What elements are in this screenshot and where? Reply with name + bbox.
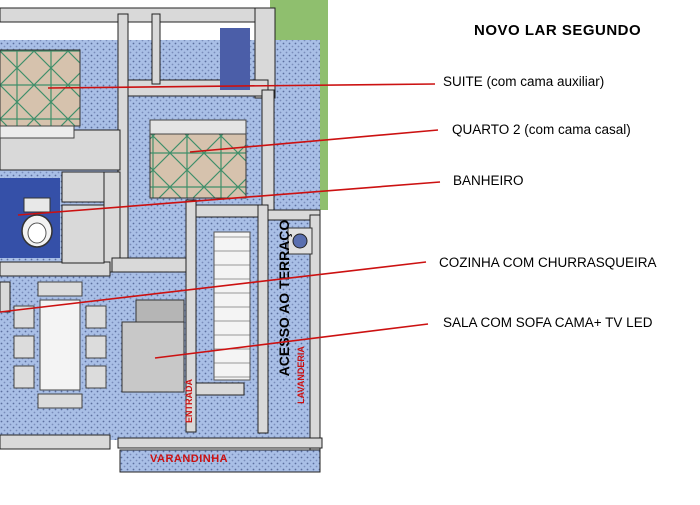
callout-banheiro: BANHEIRO	[453, 173, 524, 188]
bathroom	[0, 178, 60, 258]
wardrobe	[220, 28, 250, 90]
washing-machine	[287, 227, 313, 255]
callout-quarto2: QUARTO 2 (com cama casal)	[452, 122, 631, 137]
leader-line-sala	[154, 323, 429, 359]
quarto2-bed	[149, 119, 247, 199]
dining-table	[13, 281, 107, 409]
leader-line-banheiro	[17, 181, 441, 216]
callout-cozinha: COZINHA COM CHURRASQUEIRA	[439, 255, 657, 270]
leader-line-cozinha	[0, 261, 427, 313]
leader-line-suite	[47, 83, 436, 89]
callout-sala: SALA COM SOFA CAMA+ TV LED	[443, 315, 653, 330]
varandinha-area	[119, 449, 321, 473]
sofa	[121, 299, 185, 393]
staircase	[213, 231, 251, 381]
callout-suite: SUITE (com cama auxiliar)	[443, 74, 605, 89]
leader-line-quarto2	[189, 129, 439, 153]
plan-title: NOVO LAR SEGUNDO	[474, 22, 642, 39]
varandinha-label: VARANDINHA	[150, 453, 229, 465]
walls	[0, 7, 323, 451]
